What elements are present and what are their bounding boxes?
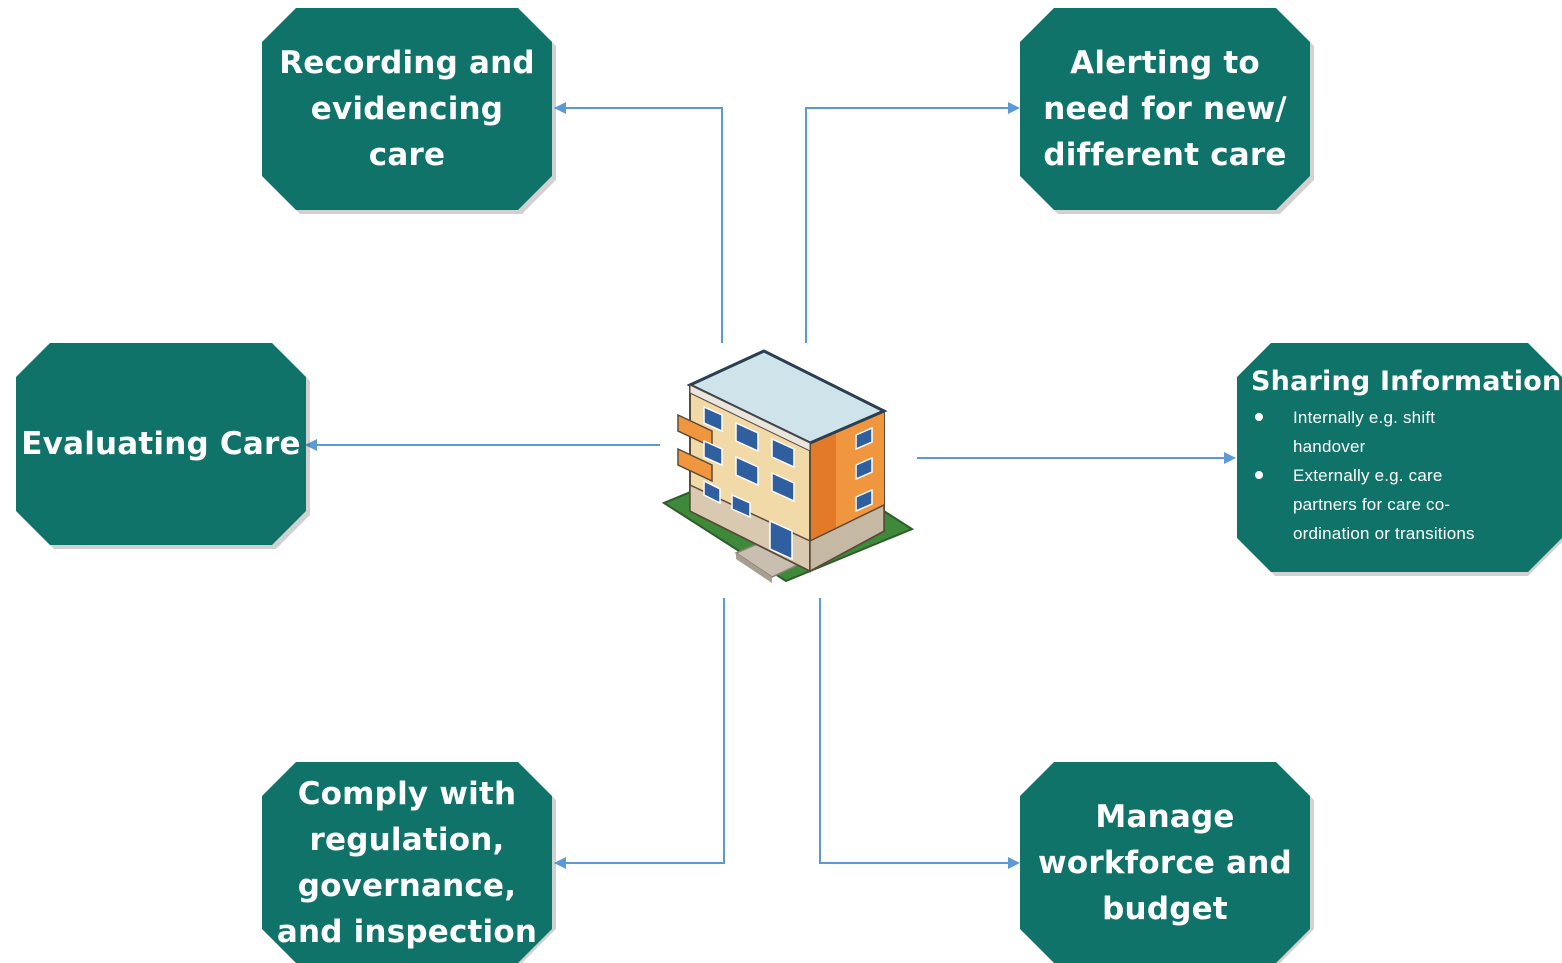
sharing-bullet-external: Externally e.g. care partners for care c…	[1251, 461, 1503, 548]
sharing-information-box: Sharing Information Internally e.g. shif…	[1237, 343, 1562, 572]
sharing-information-title: Sharing Information	[1251, 366, 1562, 397]
manage-workforce-label: Manage workforce and budget	[1038, 798, 1292, 927]
sharing-bullet-external-text: Externally e.g. care partners for care c…	[1293, 466, 1475, 543]
recording-care-box: Recording and evidencing care	[262, 8, 552, 210]
care-home-building-icon	[661, 349, 915, 583]
comply-regulation-label: Comply with regulation, governance, and …	[276, 775, 538, 950]
recording-care-label: Recording and evidencing care	[279, 45, 535, 173]
bullet-icon	[1255, 413, 1263, 421]
sharing-information-list: Internally e.g. shift handover Externall…	[1251, 403, 1503, 548]
manage-workforce-box: Manage workforce and budget	[1020, 762, 1310, 963]
arrow-to-alerting	[805, 102, 1020, 343]
alerting-care-box: Alerting to need for new/ different care	[1020, 8, 1310, 210]
comply-regulation-box: Comply with regulation, governance, and …	[262, 762, 552, 963]
bullet-icon	[1255, 471, 1263, 479]
sharing-bullet-internal-text: Internally e.g. shift handover	[1293, 408, 1436, 456]
arrow-to-recording	[554, 102, 723, 343]
evaluating-care-label: Evaluating Care	[21, 426, 301, 462]
sharing-bullet-internal: Internally e.g. shift handover	[1251, 403, 1503, 461]
arrow-to-manage	[819, 598, 1020, 869]
evaluating-care-box: Evaluating Care	[16, 343, 306, 545]
arrow-to-comply	[554, 598, 725, 869]
alerting-care-label: Alerting to need for new/ different care	[1043, 45, 1287, 173]
